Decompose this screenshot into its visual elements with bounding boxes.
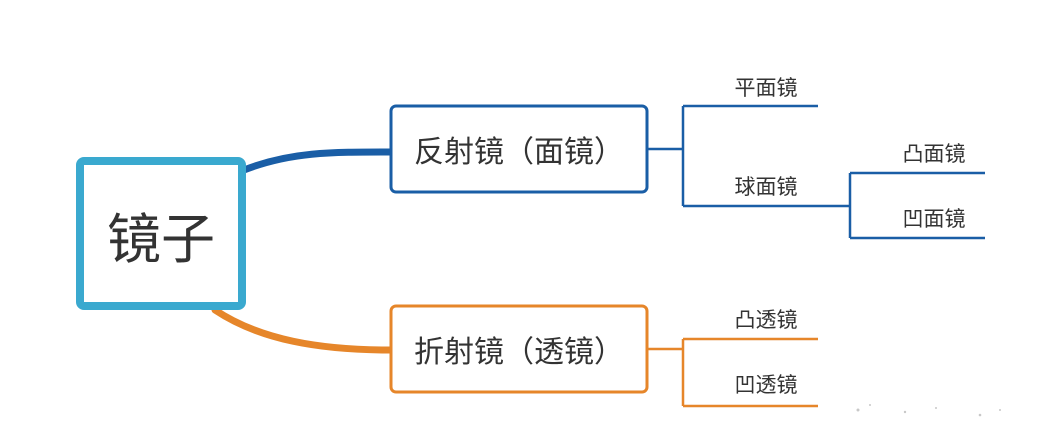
root-node[interactable]: [76, 157, 246, 310]
refract-children-connectors: [647, 337, 818, 408]
reflect-children-connectors: [647, 104, 985, 240]
leaf-spherical-mirror: 球面镜: [735, 175, 798, 199]
leaf-concave-lens: 凹透镜: [735, 373, 798, 397]
branch-label-refract: 折射镜（透镜）: [414, 335, 624, 370]
leaf-convex-mirror: 凸面镜: [903, 142, 966, 166]
root-label: 镜子: [107, 208, 215, 271]
watermark-specks: [856, 404, 1001, 417]
connector-root-reflect: [240, 148, 394, 174]
leaf-plane-mirror: 平面镜: [735, 76, 798, 100]
leaf-convex-lens: 凸透镜: [735, 308, 798, 332]
connector-root-refract: [211, 306, 394, 354]
leaf-concave-mirror: 凹面镜: [903, 207, 966, 231]
branch-label-reflect: 反射镜（面镜）: [414, 135, 624, 170]
